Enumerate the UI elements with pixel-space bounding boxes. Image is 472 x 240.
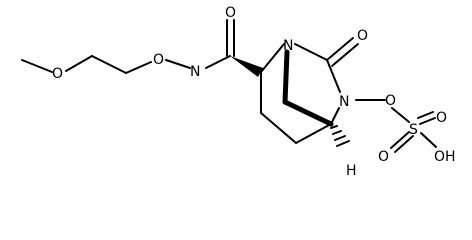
hash-bond-h-1	[330, 125, 338, 129]
bond-o-n	[165, 59, 191, 69]
atom-o-methoxy: O	[52, 66, 63, 82]
bond-n6-c5	[330, 107, 340, 125]
molecule-svg: O O N O N O N O S O O OH H	[21, 5, 456, 179]
bond-c4-c5	[295, 123, 332, 144]
atom-o-urea-carbonyl: O	[357, 28, 368, 44]
atom-o-sulfate-top: O	[436, 110, 447, 126]
bond-s-o-top-a	[417, 111, 434, 119]
bond-o-s	[391, 107, 410, 123]
bond-ch2-ch2	[91, 55, 127, 74]
bond-s-o-bottom-b	[394, 135, 414, 153]
hash-bond-h-2	[332, 130, 342, 135]
atom-o-sulfate-link: O	[385, 93, 396, 109]
bond-s-o-bottom-a	[390, 131, 410, 149]
chemical-structure-diagram: O O N O N O N O S O O OH H	[21, 5, 456, 179]
wedge-bond-c2	[230, 56, 263, 77]
atom-n-amide: N	[190, 64, 200, 80]
bond-s-o-top-b	[419, 117, 436, 125]
atom-n-bridgehead: N	[283, 38, 293, 54]
bond-c7-n6	[326, 59, 341, 93]
atom-h-bridgehead: H	[346, 163, 357, 179]
bond-c7-o-b	[331, 43, 359, 67]
bridge-bond-bold-c5	[282, 99, 334, 127]
bond-o-ch2	[65, 55, 93, 72]
bond-n-carbonyl	[205, 55, 231, 69]
bond-c3-c4	[260, 112, 297, 144]
atom-n-urea: N	[339, 94, 349, 110]
bond-c7-o-a	[326, 37, 354, 61]
atom-o-hydroxylamine: O	[153, 52, 164, 68]
bond-ch2-o	[125, 61, 152, 74]
atom-s-sulfate: S	[409, 122, 418, 138]
atom-o-sulfate-bottom: O	[378, 149, 389, 165]
hash-bond-h-3	[334, 135, 346, 141]
bond-methyl-o	[21, 59, 53, 73]
bond-s-oh	[420, 132, 437, 148]
atom-o-amide-carbonyl: O	[225, 5, 236, 21]
atom-oh-sulfate: OH	[434, 149, 456, 165]
bond-c2-n1	[260, 43, 285, 73]
hash-bond-h-4	[336, 140, 350, 147]
bridge-bond-bold-n1	[282, 49, 290, 105]
bond-n1-c7	[294, 43, 328, 61]
